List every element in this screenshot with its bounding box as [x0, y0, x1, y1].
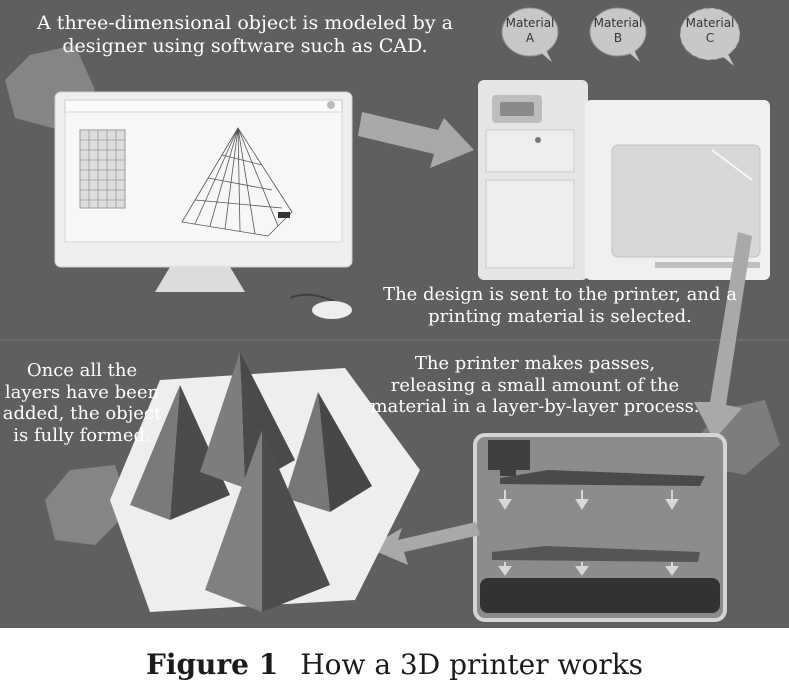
layering-panel — [475, 435, 725, 620]
material-a-line1: Material — [495, 16, 565, 31]
material-a-line2: A — [495, 31, 565, 46]
material-b-line2: B — [583, 31, 653, 46]
figure-title: How a 3D printer works — [300, 648, 643, 681]
print-head-icon — [488, 440, 530, 470]
cursor-icon — [278, 212, 290, 218]
material-b-line1: Material — [583, 16, 653, 31]
figure-number: Figure 1 — [146, 648, 278, 681]
material-a-label: Material A — [495, 16, 565, 46]
mouse-icon — [312, 301, 352, 319]
figure-caption: Figure 1 How a 3D printer works — [0, 648, 789, 681]
material-c-label: Material C — [675, 16, 745, 46]
diagram-figure: A three-dimensional object is modeled by… — [0, 0, 789, 628]
step-passes-text: The printer makes passes, releasing a sm… — [370, 353, 700, 418]
material-c-line1: Material — [675, 16, 745, 31]
material-c-line2: C — [675, 31, 745, 46]
step-design-text: A three-dimensional object is modeled by… — [30, 12, 460, 58]
cad-grid-panel — [80, 130, 125, 208]
step-formed-text: Once all the layers have been added, the… — [2, 360, 162, 446]
3d-printer — [478, 80, 770, 280]
computer-monitor — [55, 92, 352, 319]
material-b-label: Material B — [583, 16, 653, 46]
build-platform — [480, 578, 720, 613]
arrow-to-printer — [358, 112, 474, 168]
step-send-text: The design is sent to the printer, and a… — [380, 284, 740, 327]
